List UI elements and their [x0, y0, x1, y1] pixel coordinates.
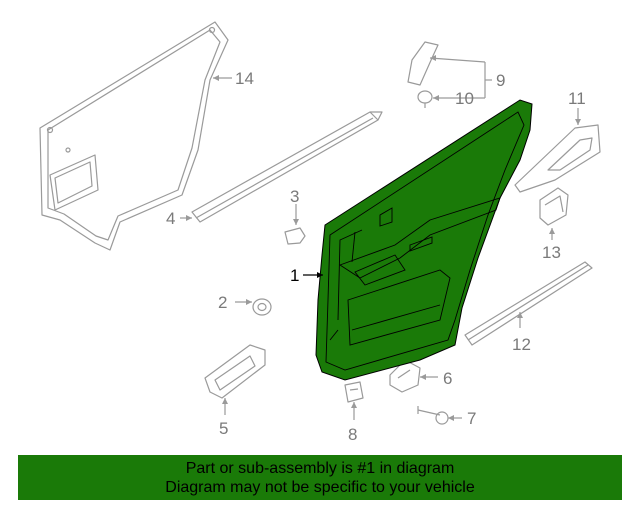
- callout-2: 2: [218, 293, 227, 312]
- callout-9: 9: [496, 71, 505, 90]
- part-7-screw: [417, 406, 462, 425]
- callout-4: 4: [166, 209, 175, 228]
- part-3-clip: [284, 204, 306, 245]
- callout-5: 5: [219, 419, 228, 438]
- callout-8: 8: [348, 425, 357, 444]
- callout-10: 10: [455, 89, 474, 108]
- callout-13: 13: [542, 243, 561, 262]
- callout-11: 11: [568, 89, 586, 108]
- callout-6: 6: [443, 369, 452, 388]
- banner-line-1: Part or sub-assembly is #1 in diagram: [185, 460, 455, 477]
- part-8-clip: [344, 381, 364, 420]
- banner-line-2: Diagram may not be specific to your vehi…: [165, 479, 475, 496]
- callout-14: 14: [235, 69, 254, 88]
- part-5-handle-cover: [204, 344, 266, 415]
- callout-3: 3: [290, 187, 299, 206]
- part-1-door-trim-panel: [303, 99, 533, 381]
- part-12-garnish: [464, 261, 593, 346]
- part-4-weatherstrip: [180, 111, 383, 223]
- part-2-plug: [235, 298, 272, 316]
- parts-diagram: 1 2 3 4 5 6 7 8 9 10 11 12 13 14: [39, 21, 601, 444]
- callout-7: 7: [467, 409, 476, 428]
- info-banner: Part or sub-assembly is #1 in diagram Di…: [18, 455, 622, 500]
- callout-1: 1: [290, 266, 299, 285]
- callout-12: 12: [512, 335, 531, 354]
- part-9-bracket: [407, 41, 492, 98]
- part-14-inner-panel: [39, 21, 232, 251]
- part-10-clip: [417, 90, 485, 108]
